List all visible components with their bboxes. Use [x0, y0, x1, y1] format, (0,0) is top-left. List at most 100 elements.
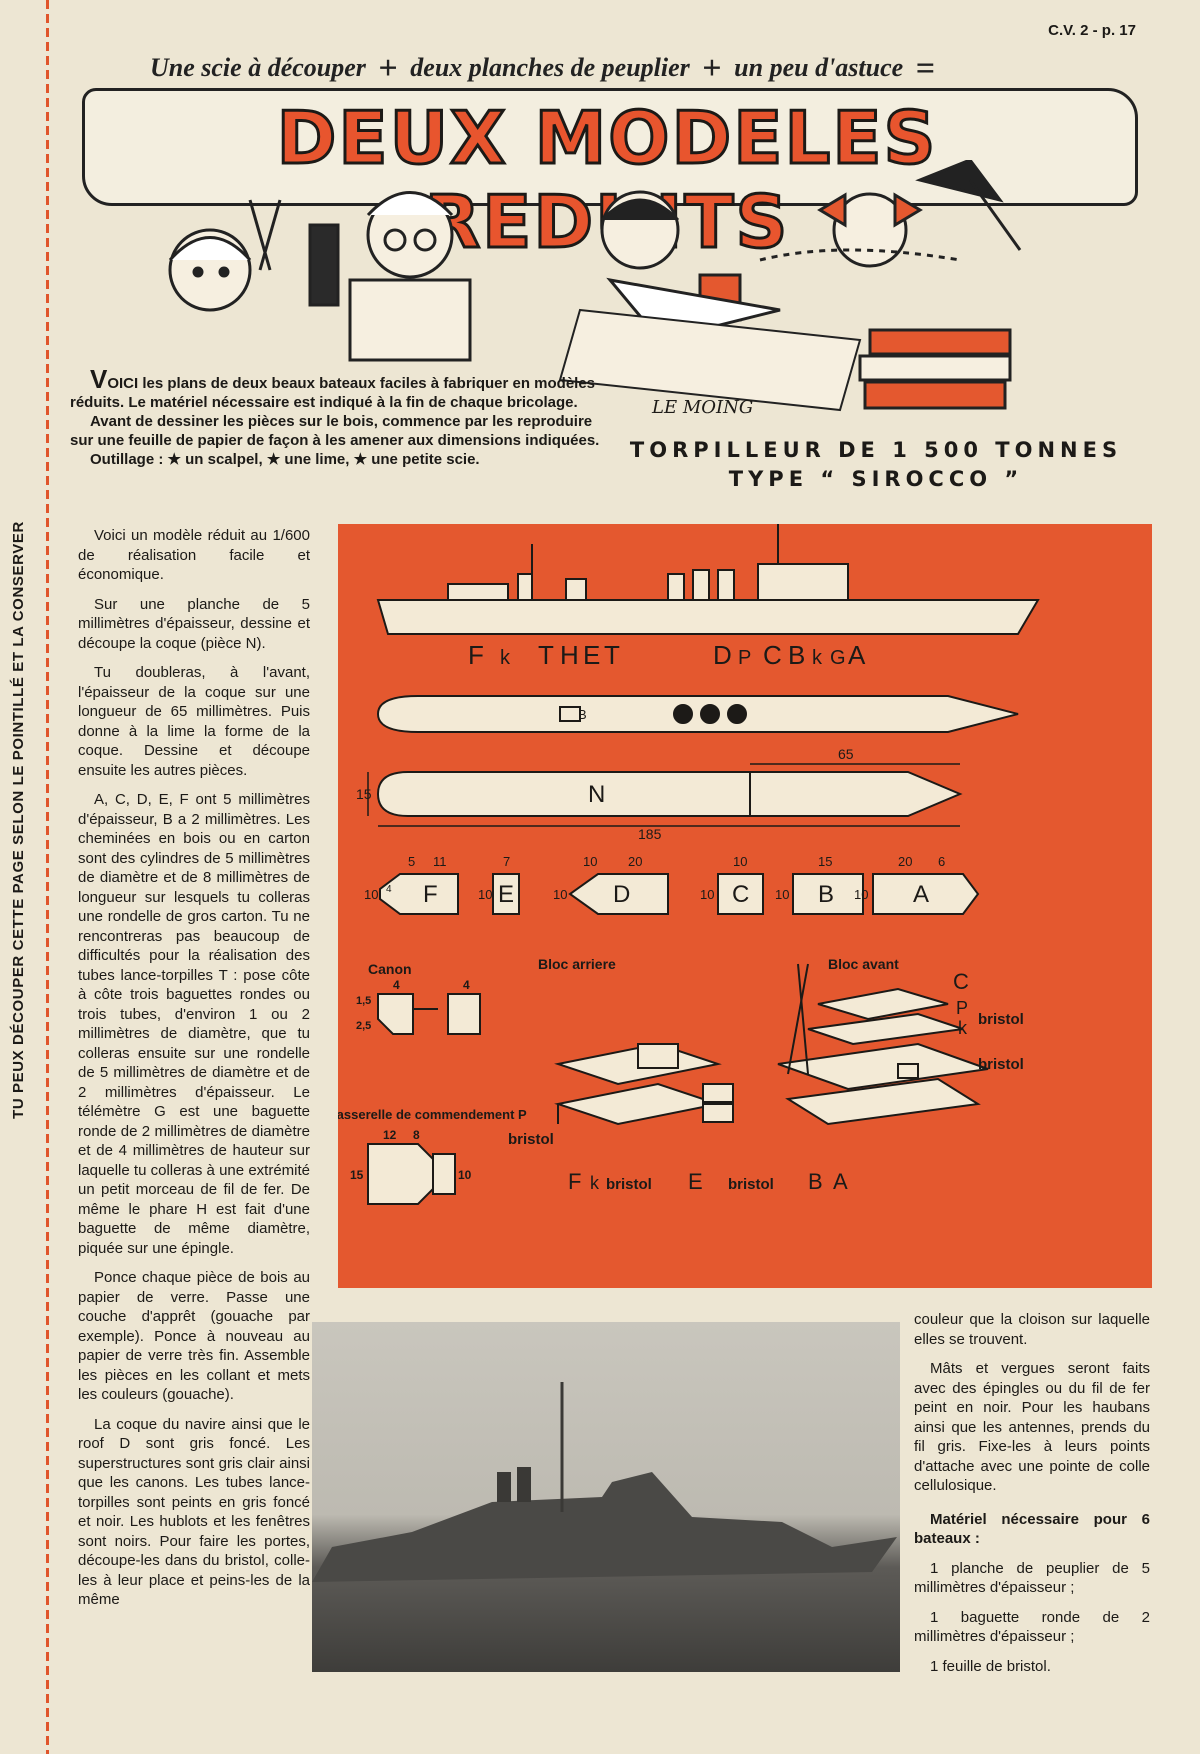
- bloc-arriere-label: Bloc arriere: [538, 956, 616, 972]
- assembly-bristol: bristol: [606, 1176, 652, 1193]
- section-title-line: TORPILLEUR DE 1 500 TONNES: [629, 438, 1123, 462]
- assembly-label-f: F: [568, 1169, 581, 1194]
- intro-text: VOICI les plans de deux beaux bateaux fa…: [70, 364, 600, 469]
- piece-f-label: F: [423, 881, 438, 908]
- plus-sign: +: [702, 50, 722, 87]
- assembly-bristol: bristol: [728, 1176, 774, 1193]
- ship-photo: [312, 1322, 900, 1672]
- paragraph: La coque du navire ainsi que le roof D s…: [78, 1415, 310, 1609]
- passerelle-dim: 8: [413, 1128, 420, 1142]
- cut-notice: TU PEUX DÉCOUPER CETTE PAGE SELON LE POI…: [10, 521, 27, 1119]
- equals-sign: =: [915, 50, 936, 87]
- piece-dim: 6: [938, 854, 945, 869]
- piece-dim: 10: [775, 887, 789, 902]
- label-t: T: [538, 640, 554, 670]
- assembly-bristol: bristol: [978, 1011, 1024, 1028]
- piece-dim: 10: [733, 854, 747, 869]
- plus-sign: +: [378, 50, 398, 87]
- tagline-part-3: un peu d'astuce: [734, 53, 904, 82]
- paragraph: couleur que la cloison sur laquelle elle…: [914, 1311, 1150, 1348]
- label-b: B: [788, 640, 805, 670]
- tagline-part-1: Une scie à découper: [150, 53, 366, 82]
- superstructure: [565, 578, 587, 601]
- canon-dim: 4: [463, 978, 470, 992]
- piece-dim: 5: [408, 854, 415, 869]
- label-k: k: [812, 647, 823, 669]
- canon-dim: 2,5: [356, 1020, 371, 1032]
- piece-dim: 10: [700, 887, 714, 902]
- paragraph: Sur une planche de 5 millimètres d'épais…: [78, 595, 310, 652]
- hull-b-label: B: [578, 707, 587, 722]
- ship-top-view: [376, 695, 1019, 733]
- canon-piece: [377, 993, 414, 1035]
- tagline-part-2: deux planches de peuplier: [410, 53, 690, 82]
- label-g: G: [830, 647, 846, 669]
- piece-e-label: E: [498, 881, 514, 908]
- plans-panel: F k T H E T D P C B k G A B N 65 185 15 …: [328, 514, 1152, 1288]
- section-title: TORPILLEUR DE 1 500 TONNES TYPE “ SIROCC…: [616, 436, 1136, 494]
- assembly-label-a: A: [833, 1169, 848, 1194]
- assembly-label-c: C: [953, 969, 969, 994]
- paragraph: A, C, D, E, F ont 5 millimètres d'épaiss…: [78, 791, 310, 1257]
- piece-dim: 11: [433, 854, 447, 869]
- dim-65: 65: [838, 746, 854, 762]
- section-title-line: TYPE “ SIROCCO ”: [728, 467, 1024, 491]
- piece-dim: 4: [386, 884, 392, 895]
- passerelle-dim: 12: [383, 1128, 397, 1142]
- materials-item: 1 baguette ronde de 2 millimètres d'épai…: [914, 1608, 1150, 1646]
- label-d: D: [713, 640, 732, 670]
- piece-dim: 10: [854, 887, 868, 902]
- canon-label: Canon: [368, 961, 412, 977]
- piece-d-label: D: [613, 881, 630, 908]
- piece-c-label: C: [732, 881, 749, 908]
- paragraph: Voici un modèle réduit au 1/600 de réali…: [78, 527, 310, 583]
- title-banner: [82, 88, 1138, 206]
- materials-heading: Matériel nécessaire pour 6 bateaux :: [914, 1510, 1150, 1548]
- assembly-bristol: bristol: [978, 1056, 1024, 1073]
- intro-tools: Outillage : ★ un scalpel, ★ une lime, ★ …: [90, 451, 480, 468]
- hull-n-label: N: [588, 781, 605, 808]
- piece-dim: 10: [553, 887, 567, 902]
- passerelle-dim: 15: [350, 1168, 364, 1182]
- ship-side-profile: [376, 599, 1040, 635]
- bridge-block: [757, 563, 849, 601]
- canon-dim: 4: [393, 978, 400, 992]
- label-e: E: [583, 640, 600, 670]
- cartoon-illustration: [168, 160, 1022, 412]
- piece-dim: 20: [628, 854, 642, 869]
- superstructure: [517, 573, 533, 601]
- label-t: T: [604, 640, 620, 670]
- funnel: [667, 573, 685, 601]
- canon-piece: [447, 993, 481, 1035]
- piece-b-label: B: [818, 881, 834, 908]
- assembly-label-b: B: [808, 1169, 823, 1194]
- passerelle-label: Passerelle de commendement P: [338, 1107, 527, 1122]
- funnel: [692, 569, 710, 601]
- assembly-bristol: bristol: [508, 1131, 554, 1148]
- piece-dim: 7: [503, 854, 510, 869]
- piece-a-label: A: [913, 881, 929, 908]
- ship-silhouette: [312, 1382, 897, 1582]
- assembly-label-k: k: [958, 1018, 968, 1038]
- piece-dim: 15: [818, 854, 832, 869]
- label-c: C: [763, 640, 782, 670]
- materials-item: 1 planche de peuplier de 5 millimètres d…: [914, 1559, 1150, 1597]
- pieces-row: [379, 873, 980, 915]
- piece-dim: 10: [364, 887, 378, 902]
- cut-line: [46, 0, 49, 1754]
- label-h: H: [560, 640, 579, 670]
- dim-15: 15: [356, 786, 372, 802]
- assembly-label-e: E: [688, 1169, 703, 1194]
- label-f: F: [468, 640, 484, 670]
- bloc-avant-label: Bloc avant: [828, 956, 899, 972]
- label-p: P: [738, 647, 751, 669]
- intro-paragraph: Avant de dessiner les pièces sur le bois…: [70, 413, 600, 449]
- piece-dim: 10: [583, 854, 597, 869]
- paragraph: Tu doubleras, à l'avant, l'épaisseur de …: [78, 664, 310, 779]
- passerelle-dim: 10: [458, 1168, 472, 1182]
- passerelle-piece: [367, 1143, 434, 1205]
- paragraph: Mâts et vergues seront faits avec des ép…: [914, 1360, 1150, 1494]
- assembly-label-p: P: [956, 998, 968, 1018]
- materials-item: 1 feuille de bristol.: [930, 1657, 1051, 1675]
- plans-diagram: F k T H E T D P C B k G A B N 65 185 15 …: [328, 514, 1040, 1205]
